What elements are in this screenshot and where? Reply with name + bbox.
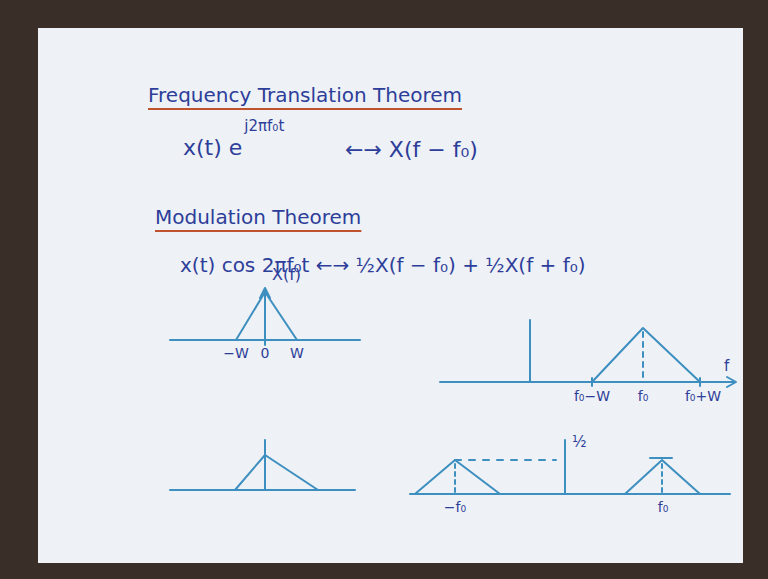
baseband-spectrum-copy — [170, 440, 355, 490]
formula-text: x(t) cos 2πf₀t ←→ ½X(f − f₀) + ½X(f + f₀… — [180, 254, 586, 276]
formula-text: ←→ X(f − f₀) — [345, 138, 478, 162]
axis-label: f₀+W — [685, 389, 721, 404]
formula-text: j2πf₀t — [244, 118, 284, 135]
axis-label: 0 — [261, 346, 270, 361]
shifted-spectrum — [440, 320, 736, 387]
axis-label: X(f) — [272, 266, 301, 284]
axis-label: f₀ — [638, 389, 649, 404]
heading: Frequency Translation Theorem — [148, 84, 462, 106]
axis-label: f₀ — [658, 500, 669, 515]
axis-label: W — [290, 346, 304, 361]
axis-label: f — [724, 358, 729, 375]
axis-label: ½ — [572, 434, 587, 451]
baseband-spectrum — [170, 288, 360, 345]
axis-label: −W — [223, 346, 249, 361]
sub-heading: Modulation Theorem — [155, 206, 361, 228]
formula-text: x(t) e — [183, 136, 242, 160]
axis-label: −f₀ — [444, 500, 466, 515]
modulated-spectrum — [410, 440, 730, 494]
axis-label: f₀−W — [574, 389, 610, 404]
